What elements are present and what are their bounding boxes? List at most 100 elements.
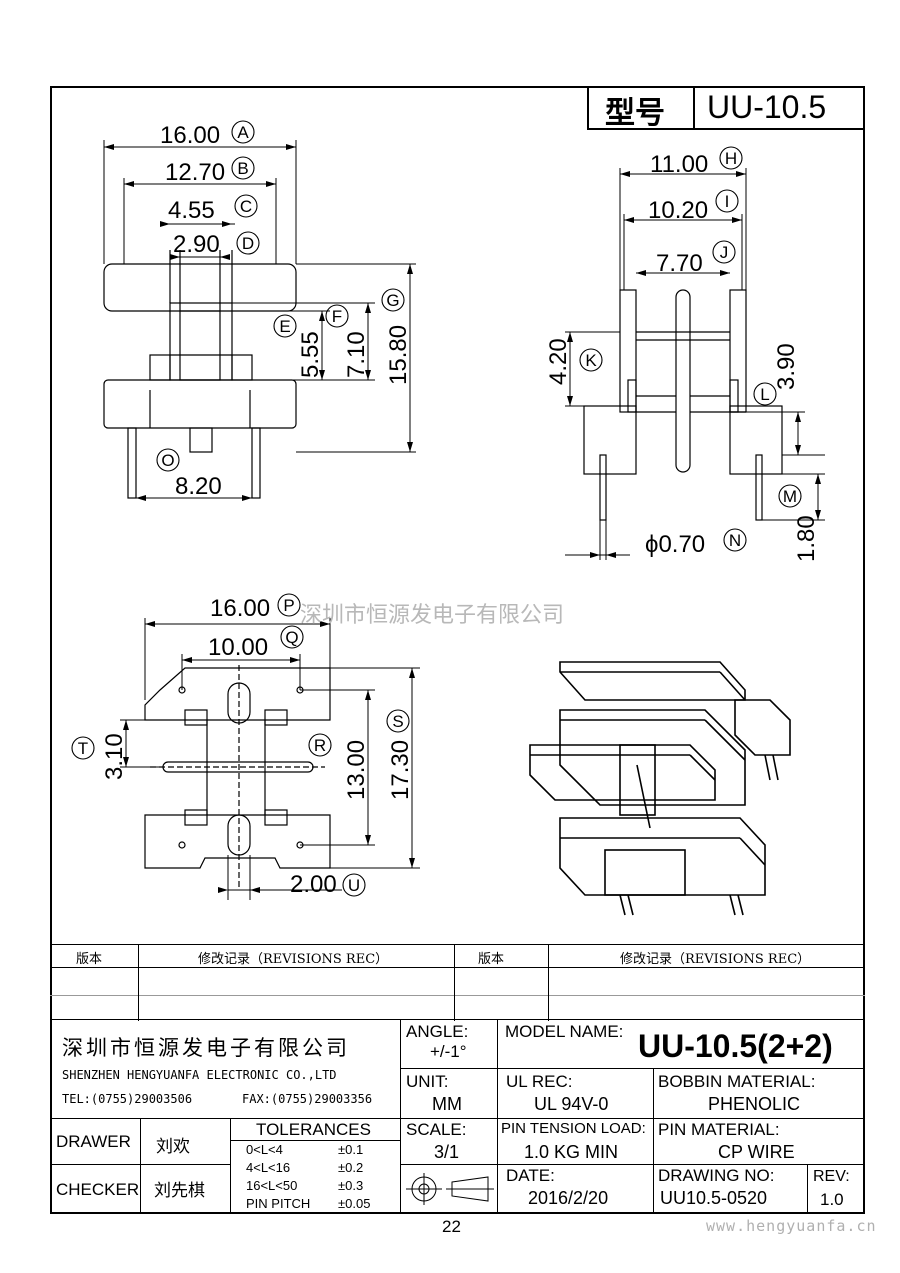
drawer-value: 刘欢 [156,1137,190,1157]
drawing-no-label: DRAWING NO: [658,1166,775,1185]
callout-c: C [240,197,252,216]
dim-u: 2.00 [290,871,337,898]
checker-label: CHECKER [56,1180,140,1199]
dim-p: 16.00 [210,595,270,622]
bobbin-material-value: PHENOLIC [708,1094,801,1114]
dim-s: 17.30 [387,740,414,800]
side-view [583,289,783,521]
scale-value: 3/1 [434,1142,460,1162]
tolerance-value-1: ±0.1 [338,1142,364,1157]
callout-i: I [725,192,730,211]
tolerance-value-2: ±0.2 [338,1160,364,1175]
dim-h: 11.00 [650,151,708,178]
dim-f: 7.10 [343,331,370,378]
callout-e: E [279,317,290,336]
scale-label: SCALE: [406,1120,467,1139]
bottom-view [144,665,331,890]
callout-g: G [386,291,399,310]
callout-d: D [242,234,254,253]
dim-q: 10.00 [208,634,268,661]
date-label: DATE: [506,1166,555,1185]
callout-b: B [237,159,248,178]
technical-drawing: 16.00 12.70 4.55 2.90 8.20 5.55 7.10 15.… [71,120,825,916]
dim-t: 3.10 [101,733,128,780]
company-fax: FAX:(0755)29003356 [242,1092,373,1106]
dim-b: 12.70 [165,159,225,186]
tolerance-range-1: 0<L<4 [246,1142,283,1157]
callout-s: S [392,712,403,731]
rev-col3: 版本 [478,952,505,967]
callout-o: O [161,451,174,470]
dim-d: 2.90 [173,231,220,258]
angle-label: ANGLE: [406,1022,469,1041]
company-name-en: SHENZHEN HENGYUANFA ELECTRONIC CO.,LTD [62,1068,337,1082]
tolerance-value-3: ±0.3 [338,1178,364,1193]
callout-t: T [78,739,88,758]
rev-label: REV: [813,1168,850,1185]
dim-a: 16.00 [160,122,220,149]
ul-rec-label: UL REC: [506,1072,573,1091]
callout-m: M [783,487,797,506]
drawer-label: DRAWER [56,1132,131,1151]
pin-tension-value: 1.0 KG MIN [524,1142,619,1162]
projection-symbol-icon [406,1173,494,1205]
ul-rec-value: UL 94V-0 [534,1094,609,1114]
rev-col2: 修改记录（REVISIONS REC） [198,952,389,967]
pin-material-label: PIN MATERIAL: [658,1120,780,1139]
model-name-value: UU-10.5(2+2) [638,1028,833,1064]
rev-col4: 修改记录（REVISIONS REC） [620,952,811,967]
dim-m: 1.80 [793,515,820,562]
dim-k: 4.20 [545,338,572,385]
website: www.hengyuanfa.cn [706,1217,877,1235]
dim-s-inner: 13.00 [343,740,370,800]
dim-o: 8.20 [175,473,222,500]
callout-f: F [332,307,342,326]
company-name-cn: 深圳市恒源发电子有限公司 [62,1036,350,1060]
tolerances-title: TOLERANCES [256,1120,371,1139]
tolerance-range-3: 16<L<50 [246,1178,298,1193]
dim-i: 10.20 [648,197,708,224]
company-tel: TEL:(0755)29003506 [62,1092,193,1106]
model-name-label: MODEL NAME: [505,1022,624,1041]
isometric-view [529,661,791,916]
unit-label: UNIT: [406,1072,449,1091]
checker-value: 刘先棋 [154,1181,205,1201]
date-value: 2016/2/20 [528,1188,609,1208]
header-model: UU-10.5 [707,89,827,125]
front-view [103,250,297,499]
callout-a: A [237,123,249,142]
bobbin-material-label: BOBBIN MATERIAL: [658,1072,816,1091]
callout-r: R [314,736,326,755]
callout-h: H [725,149,737,168]
callout-k: K [585,351,597,370]
angle-value: +/-1° [430,1042,467,1061]
tolerance-value-4: ±0.05 [338,1196,371,1211]
callout-p: P [283,596,294,615]
pin-tension-label: PIN TENSION LOAD: [501,1120,646,1137]
dim-j: 7.70 [656,250,703,277]
callout-n: N [729,531,741,550]
dim-l: 3.90 [773,343,800,390]
watermark: 深圳市恒源发电子有限公司 [300,603,564,628]
dim-n: ϕ0.70 [645,531,705,558]
callout-j: J [720,243,729,262]
page-number: 22 [442,1217,461,1236]
callout-u: U [348,876,360,895]
header-label: 型号 [605,96,665,131]
drawing-no-value: UU10.5-0520 [660,1188,768,1208]
callout-l: L [760,385,769,404]
rev-col1: 版本 [76,952,103,967]
unit-value: MM [432,1094,462,1114]
dim-c: 4.55 [168,197,215,224]
tolerance-range-4: PIN PITCH [246,1196,311,1211]
title-block: 深圳市恒源发电子有限公司 SHENZHEN HENGYUANFA ELECTRO… [50,1020,865,1214]
dim-g: 15.80 [385,325,412,385]
drawing-sheet [50,86,865,1214]
tolerance-range-2: 4<L<16 [246,1160,291,1175]
header-model-box: 型号 UU-10.5 [587,86,865,131]
revisions-table: 版本 修改记录（REVISIONS REC） 版本 修改记录（REVISIONS… [50,944,865,1021]
rev-value: 1.0 [820,1190,844,1209]
dim-e: 5.55 [297,331,324,378]
callout-q: Q [285,628,298,647]
pin-material-value: CP WIRE [718,1142,795,1162]
